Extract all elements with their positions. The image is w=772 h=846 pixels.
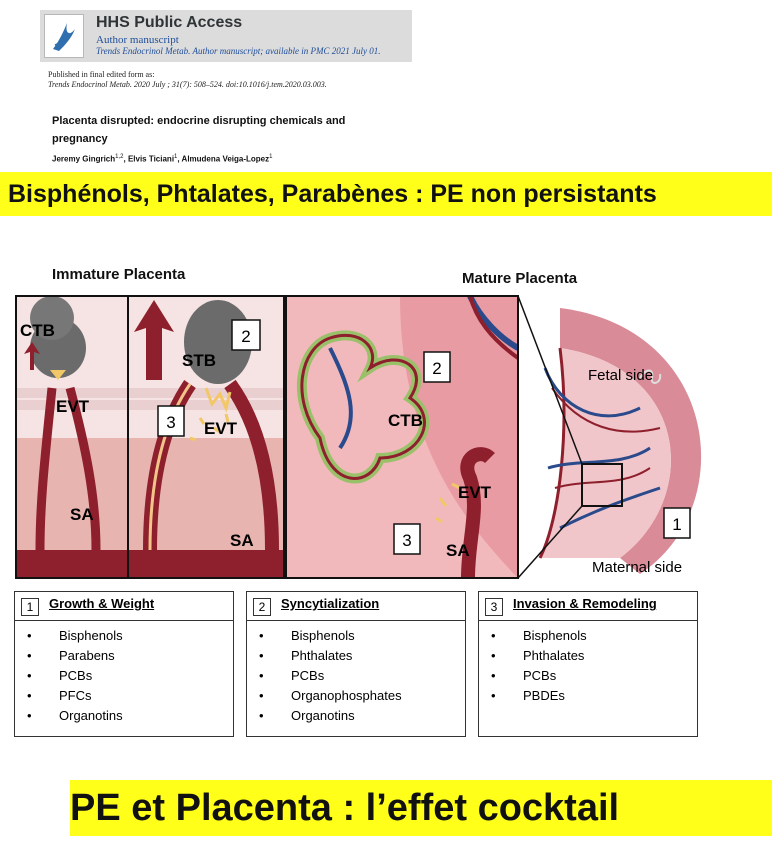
article-title: Placenta disrupted: endocrine disrupting… xyxy=(52,112,382,148)
evt-label: EVT xyxy=(56,397,90,416)
sa-label: SA xyxy=(446,541,470,560)
list-item: •Phthalates xyxy=(491,648,584,663)
sa-label: SA xyxy=(70,505,94,524)
svg-text:3: 3 xyxy=(402,531,411,550)
evt-label: EVT xyxy=(204,419,238,438)
author-name: Almudena Veiga-Lopez xyxy=(182,155,270,164)
ctb-label: CTB xyxy=(20,321,55,340)
hhs-header: HHS Public Access Author manuscript Tren… xyxy=(40,10,412,62)
list-item: •Organotins xyxy=(27,708,123,723)
fetal-side-label: Fetal side xyxy=(588,367,653,384)
box-title: Growth & Weight xyxy=(49,596,154,611)
list-item: •Organotins xyxy=(259,708,355,723)
published-line-1: Published in final edited form as: xyxy=(48,70,154,79)
author-affiliation: 1 xyxy=(174,154,177,160)
maternal-side-label: Maternal side xyxy=(592,559,682,576)
box-invasion-remodeling: 3 Invasion & Remodeling •Bisphenols •Pht… xyxy=(478,591,698,737)
list-item: •PCBs xyxy=(259,668,324,683)
list-item: •PBDEs xyxy=(491,688,565,703)
label-box-2: 2 xyxy=(424,352,450,382)
author-list: Jeremy Gingrich1,2, Elvis Ticiani1, Almu… xyxy=(52,154,272,164)
author-affiliation: 1 xyxy=(269,154,272,160)
list-item: •Bisphenols xyxy=(27,628,123,643)
bottom-banner: PE et Placenta : l’effet cocktail xyxy=(70,780,772,836)
availability-note: Trends Endocrinol Metab. Author manuscri… xyxy=(96,46,380,56)
svg-text:1: 1 xyxy=(672,515,681,534)
box-growth-weight: 1 Growth & Weight •Bisphenols •Parabens … xyxy=(14,591,234,737)
label-box-2: 2 xyxy=(232,320,260,350)
list-item: •PCBs xyxy=(27,668,92,683)
label-box-3: 3 xyxy=(158,406,184,436)
sa-label: SA xyxy=(230,531,254,550)
evt-label: EVT xyxy=(458,483,492,502)
box-number: 2 xyxy=(253,598,271,616)
box-title: Syncytialization xyxy=(281,596,379,611)
box-number: 3 xyxy=(485,598,503,616)
hhs-title: HHS Public Access xyxy=(96,14,242,32)
author-name: Jeremy Gingrich xyxy=(52,155,115,164)
list-item: •Organophosphates xyxy=(259,688,402,703)
list-item: •Bisphenols xyxy=(491,628,587,643)
placenta-figure: 2 3 2 3 1 CTB STB EVT EVT SA SA CTB EVT … xyxy=(0,288,772,588)
immature-placenta-title: Immature Placenta xyxy=(52,266,185,283)
mature-placenta-title: Mature Placenta xyxy=(462,270,577,287)
svg-text:2: 2 xyxy=(432,359,441,378)
svg-text:2: 2 xyxy=(241,327,250,346)
list-item: •Parabens xyxy=(27,648,115,663)
hhs-eagle-logo-icon xyxy=(44,14,84,58)
list-item: •PCBs xyxy=(491,668,556,683)
box-number: 1 xyxy=(21,598,39,616)
top-banner: Bisphénols, Phtalates, Parabènes : PE no… xyxy=(0,172,772,216)
label-box-3: 3 xyxy=(394,524,420,554)
author-affiliation: 1,2 xyxy=(115,154,123,160)
svg-text:3: 3 xyxy=(166,413,175,432)
ctb-label: CTB xyxy=(388,411,423,430)
list-item: •Bisphenols xyxy=(259,628,355,643)
published-line-2: Trends Endocrinol Metab. 2020 July ; 31(… xyxy=(48,80,327,89)
box-title: Invasion & Remodeling xyxy=(513,596,657,611)
list-item: •Phthalates xyxy=(259,648,352,663)
label-box-1: 1 xyxy=(664,508,690,538)
stb-label: STB xyxy=(182,351,216,370)
box-syncytialization: 2 Syncytialization •Bisphenols •Phthalat… xyxy=(246,591,466,737)
author-name: Elvis Ticiani xyxy=(128,155,174,164)
manuscript-type: Author manuscript xyxy=(96,34,179,46)
list-item: •PFCs xyxy=(27,688,92,703)
